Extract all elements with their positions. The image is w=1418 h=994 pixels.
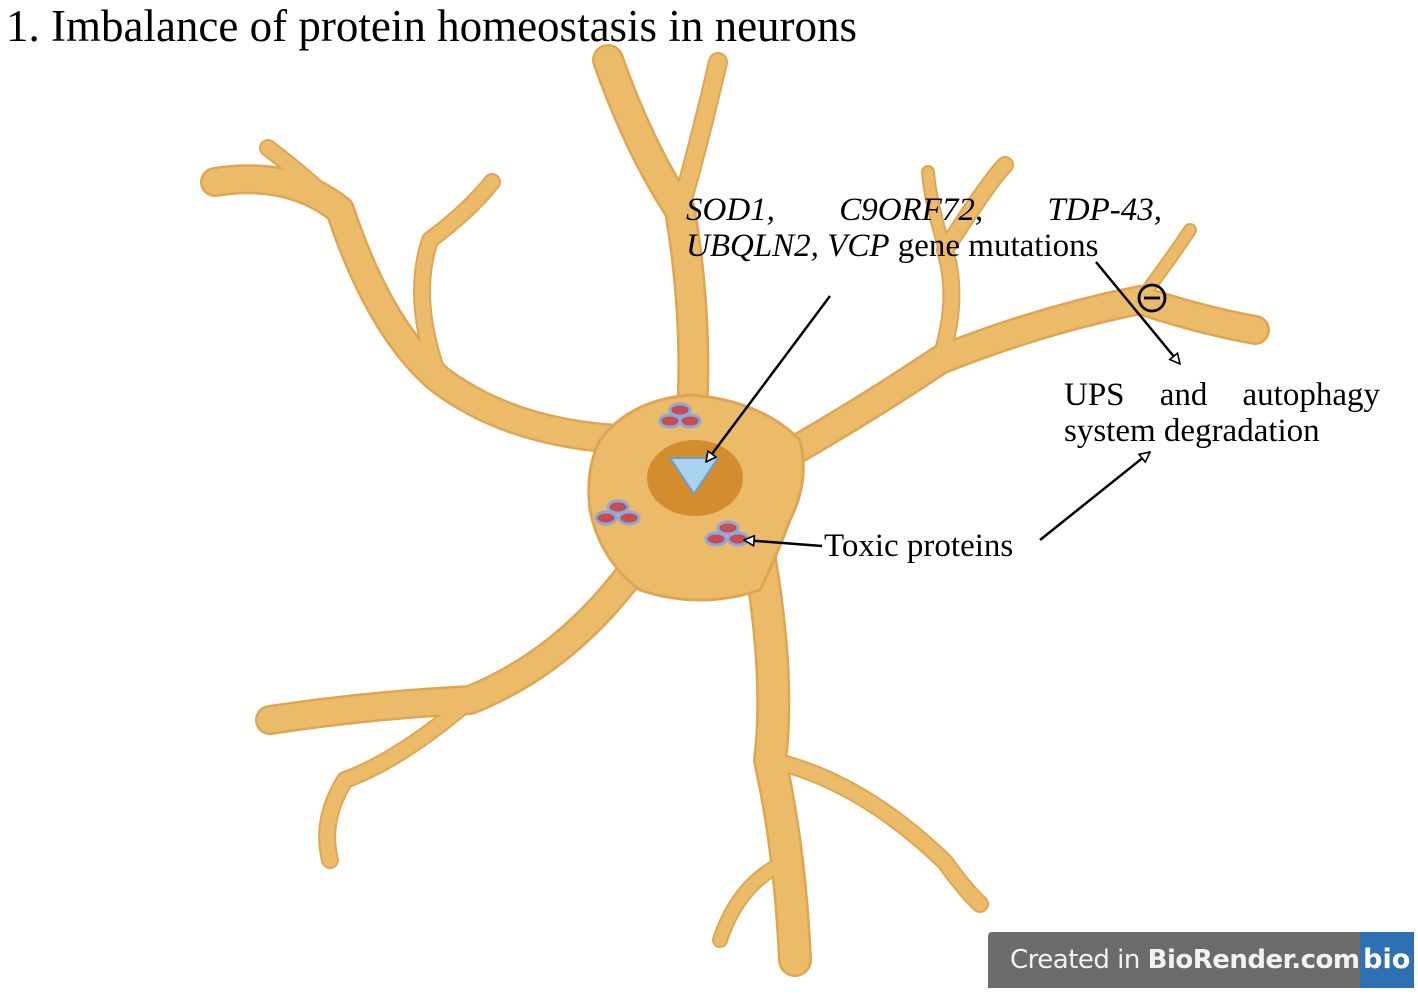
- arrow-toxic-to-ups: [1039, 452, 1150, 541]
- biorender-badge[interactable]: Created in BioRender.com bio: [988, 932, 1414, 988]
- gene-list-line2: UBQLN2, VCP gene mutations: [686, 228, 1098, 264]
- ups-word-1: UPS: [1064, 377, 1125, 413]
- gene-ubqln2-vcp: UBQLN2, VCP: [686, 228, 890, 264]
- dendrite-fills: [202, 46, 1268, 975]
- gene-sod1: SOD1,: [686, 192, 775, 228]
- badge-prefix: Created in: [1010, 945, 1148, 975]
- gene-mutations-suffix: gene mutations: [889, 228, 1099, 264]
- arrow-mutations-to-nucleus: [706, 295, 832, 462]
- badge-text: Created in BioRender.com: [988, 932, 1360, 988]
- neuron: [200, 44, 1270, 977]
- gene-list-line1: SOD1, C9ORF72, TDP-43,: [686, 192, 1162, 228]
- ups-word-2: and: [1159, 377, 1208, 413]
- gene-tdp43: TDP-43,: [1047, 192, 1162, 228]
- ups-label-line1: UPS and autophagy: [1064, 377, 1380, 413]
- toxic-protein-cluster: [704, 520, 750, 547]
- ups-label-line2: system degradation: [1064, 413, 1320, 449]
- toxic-protein-cluster: [594, 499, 641, 526]
- biorender-logo-icon: bio: [1359, 932, 1414, 988]
- toxic-proteins-label: Toxic proteins: [824, 528, 1014, 564]
- mutation-triangle: [668, 457, 720, 496]
- toxic-protein-cluster: [658, 402, 702, 429]
- ups-word-3: autophagy: [1242, 377, 1380, 413]
- arrow-to-toxic-proteins: [744, 540, 823, 548]
- badge-brand: BioRender.com: [1147, 945, 1360, 975]
- figure-title: 1. Imbalance of protein homeostasis in n…: [6, 1, 858, 51]
- gene-c9orf72: C9ORF72,: [839, 192, 984, 228]
- inhibit-icon: [1137, 283, 1167, 313]
- arrow-mutations-to-ups: [1095, 261, 1180, 364]
